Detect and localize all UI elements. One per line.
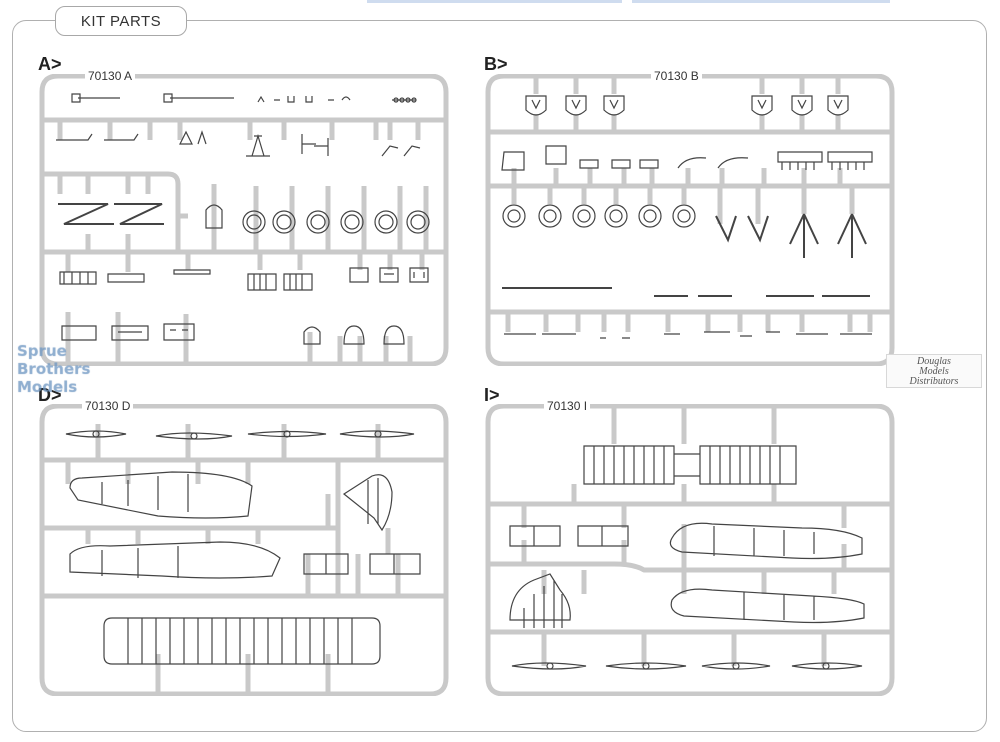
page-title: KIT PARTS <box>55 6 187 36</box>
dmd-line-3: Distributors <box>909 376 959 387</box>
top-accent-bar-left <box>367 0 622 3</box>
sprue-i <box>485 404 895 696</box>
sprue-code-a: 70130 A <box>85 69 136 83</box>
section-letter-i: I> <box>484 385 500 405</box>
top-accent-bar-right <box>632 0 890 3</box>
sprue-brothers-watermark: Sprue Brothers Models <box>17 342 117 400</box>
watermark-line-3: Models <box>17 378 78 396</box>
sprue-b <box>485 74 895 366</box>
douglas-models-logo: Douglas Models Distributors <box>886 354 982 388</box>
sprue-code-i: 70130 I <box>544 399 591 413</box>
kit-parts-frame <box>12 20 987 732</box>
section-letter-d: D> <box>38 385 62 405</box>
dmd-line-2: Models <box>919 366 949 377</box>
section-letter-a: A> <box>38 54 62 74</box>
watermark-line-2: Brothers <box>17 360 91 378</box>
page-title-text: KIT PARTS <box>80 12 162 30</box>
dmd-line-1: Douglas <box>917 356 951 367</box>
watermark-line-1: Sprue <box>17 342 67 360</box>
sprue-a <box>39 74 449 366</box>
section-letter-b: B> <box>484 54 508 74</box>
sprue-code-d: 70130 D <box>82 399 134 413</box>
sprue-code-b: 70130 B <box>651 69 702 83</box>
sprue-d <box>39 404 449 696</box>
